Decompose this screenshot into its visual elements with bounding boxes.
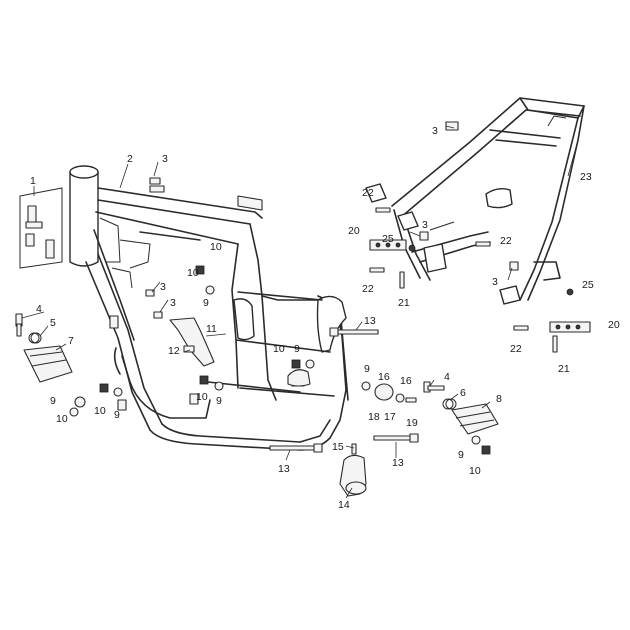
- callout-14: 14: [338, 499, 350, 511]
- part-16-19-hardware: [374, 383, 417, 403]
- callout-25: 25: [582, 279, 594, 291]
- callout-10: 10: [273, 343, 285, 355]
- callout-13: 13: [364, 315, 376, 327]
- callout-16: 16: [400, 375, 412, 387]
- callout-1: 1: [30, 175, 36, 187]
- callout-22: 22: [510, 343, 522, 355]
- callout-10: 10: [94, 405, 106, 417]
- part-5-spring: [28, 332, 42, 344]
- part-21-22-25-bolts: [369, 207, 574, 353]
- part-20-plate-left: [369, 239, 407, 251]
- callout-3: 3: [492, 276, 498, 288]
- callout-8: 8: [496, 393, 502, 405]
- callout-10: 10: [56, 413, 68, 425]
- callout-9: 9: [216, 395, 222, 407]
- callout-13: 13: [392, 457, 404, 469]
- part-3-clips: [145, 121, 519, 319]
- callout-4: 4: [444, 371, 450, 383]
- rear-subframe: [365, 97, 585, 305]
- callout-22: 22: [500, 235, 512, 247]
- callout-13: 13: [278, 463, 290, 475]
- nuts-and-washers: [69, 265, 491, 455]
- callout-9: 9: [114, 409, 120, 421]
- callout-22: 22: [362, 283, 374, 295]
- callout-10: 10: [469, 465, 481, 477]
- callout-3: 3: [432, 125, 438, 137]
- callout-12: 12: [168, 345, 180, 357]
- part-13-bolts: [269, 327, 419, 453]
- callout-4: 4: [36, 303, 42, 315]
- callout-3: 3: [162, 153, 168, 165]
- part-6-spring: [442, 398, 457, 410]
- callout-10: 10: [196, 391, 208, 403]
- callout-20: 20: [348, 225, 360, 237]
- callout-10: 10: [187, 267, 199, 279]
- callout-10: 10: [210, 241, 222, 253]
- callout-16: 16: [378, 371, 390, 383]
- callout-6: 6: [460, 387, 466, 399]
- callout-9: 9: [364, 363, 370, 375]
- callout-19: 19: [406, 417, 418, 429]
- callout-5: 5: [50, 317, 56, 329]
- callout-3: 3: [170, 297, 176, 309]
- part-4-bolt-left: [15, 313, 23, 337]
- callout-23: 23: [580, 171, 592, 183]
- callout-22: 22: [362, 187, 374, 199]
- callout-25: 25: [382, 233, 394, 245]
- leader-lines: [21, 125, 579, 499]
- callout-11: 11: [206, 323, 217, 335]
- callout-18: 18: [368, 411, 380, 423]
- callout-9: 9: [458, 449, 464, 461]
- part-11-bracket: [169, 317, 215, 367]
- callout-15: 15: [332, 441, 344, 453]
- callout-20: 20: [608, 319, 620, 331]
- part-4-bolt-right: [423, 381, 445, 393]
- part-8-footpeg-right: [451, 403, 499, 435]
- callout-7: 7: [68, 335, 74, 347]
- callout-9: 9: [203, 297, 209, 309]
- callout-3: 3: [422, 219, 428, 231]
- callout-9: 9: [294, 343, 300, 355]
- callout-9: 9: [50, 395, 56, 407]
- part-7-footpeg-left: [23, 345, 73, 383]
- part-20-plate-right: [549, 321, 591, 333]
- callout-21: 21: [558, 363, 570, 375]
- callout-21: 21: [398, 297, 410, 309]
- callout-17: 17: [384, 411, 396, 423]
- callout-labels: 1 2 3 3 3 3 3 3 4 4 5 6 7 8 9 9 9 9 9 9 …: [30, 125, 620, 511]
- part-14-bracket: [339, 443, 367, 497]
- callout-3: 3: [160, 281, 166, 293]
- callout-2: 2: [127, 153, 133, 165]
- main-frame: [69, 165, 349, 451]
- part-1-clamp-kit: [19, 187, 63, 269]
